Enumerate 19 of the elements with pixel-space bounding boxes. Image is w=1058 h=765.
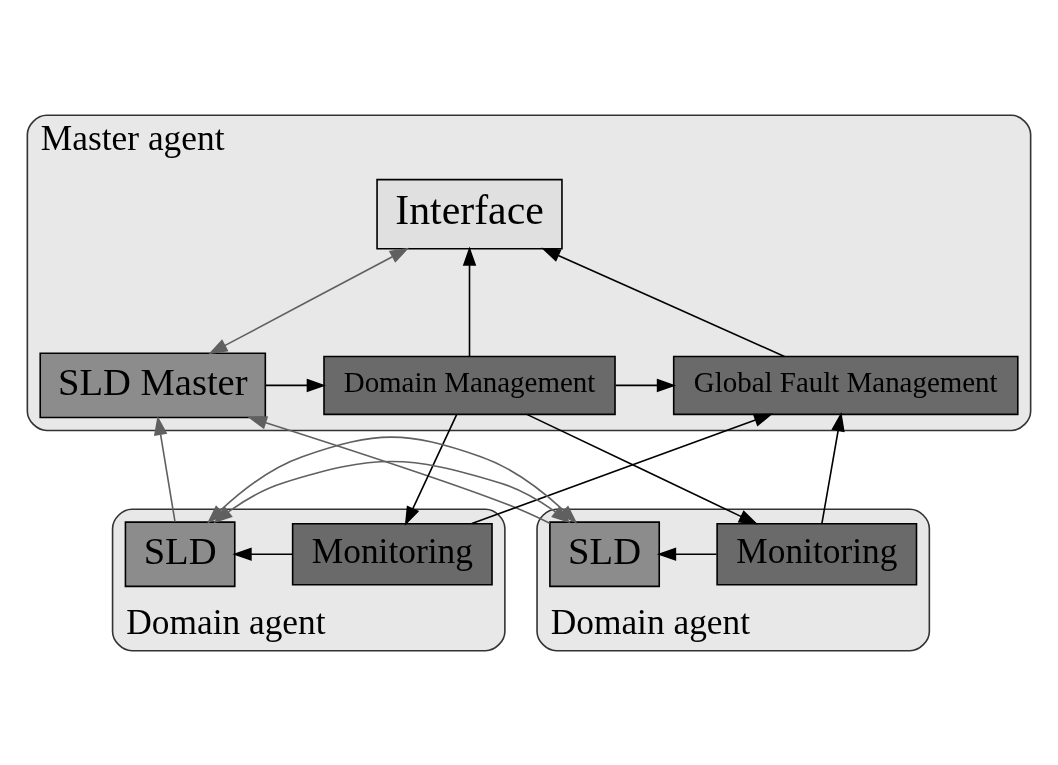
arrow (614, 378, 677, 392)
arrow (541, 247, 786, 357)
node-box: Monitoring (291, 522, 493, 586)
arrow (154, 415, 176, 522)
arrow (404, 413, 458, 526)
node-box: Domain Management (323, 355, 616, 415)
arrow (821, 411, 845, 524)
arrow (232, 546, 293, 561)
node-box: SLD (549, 520, 661, 587)
arrow (656, 546, 718, 561)
arrow (247, 415, 551, 524)
arrow (462, 246, 477, 357)
arrow (264, 378, 326, 392)
node-box: Global Fault Management (672, 355, 1019, 415)
node-box: SLD (124, 520, 236, 587)
node-box: Interface (376, 178, 563, 250)
node-box: Monitoring (716, 522, 918, 586)
arrow (208, 247, 410, 354)
node-box: SLD Master (39, 351, 267, 418)
